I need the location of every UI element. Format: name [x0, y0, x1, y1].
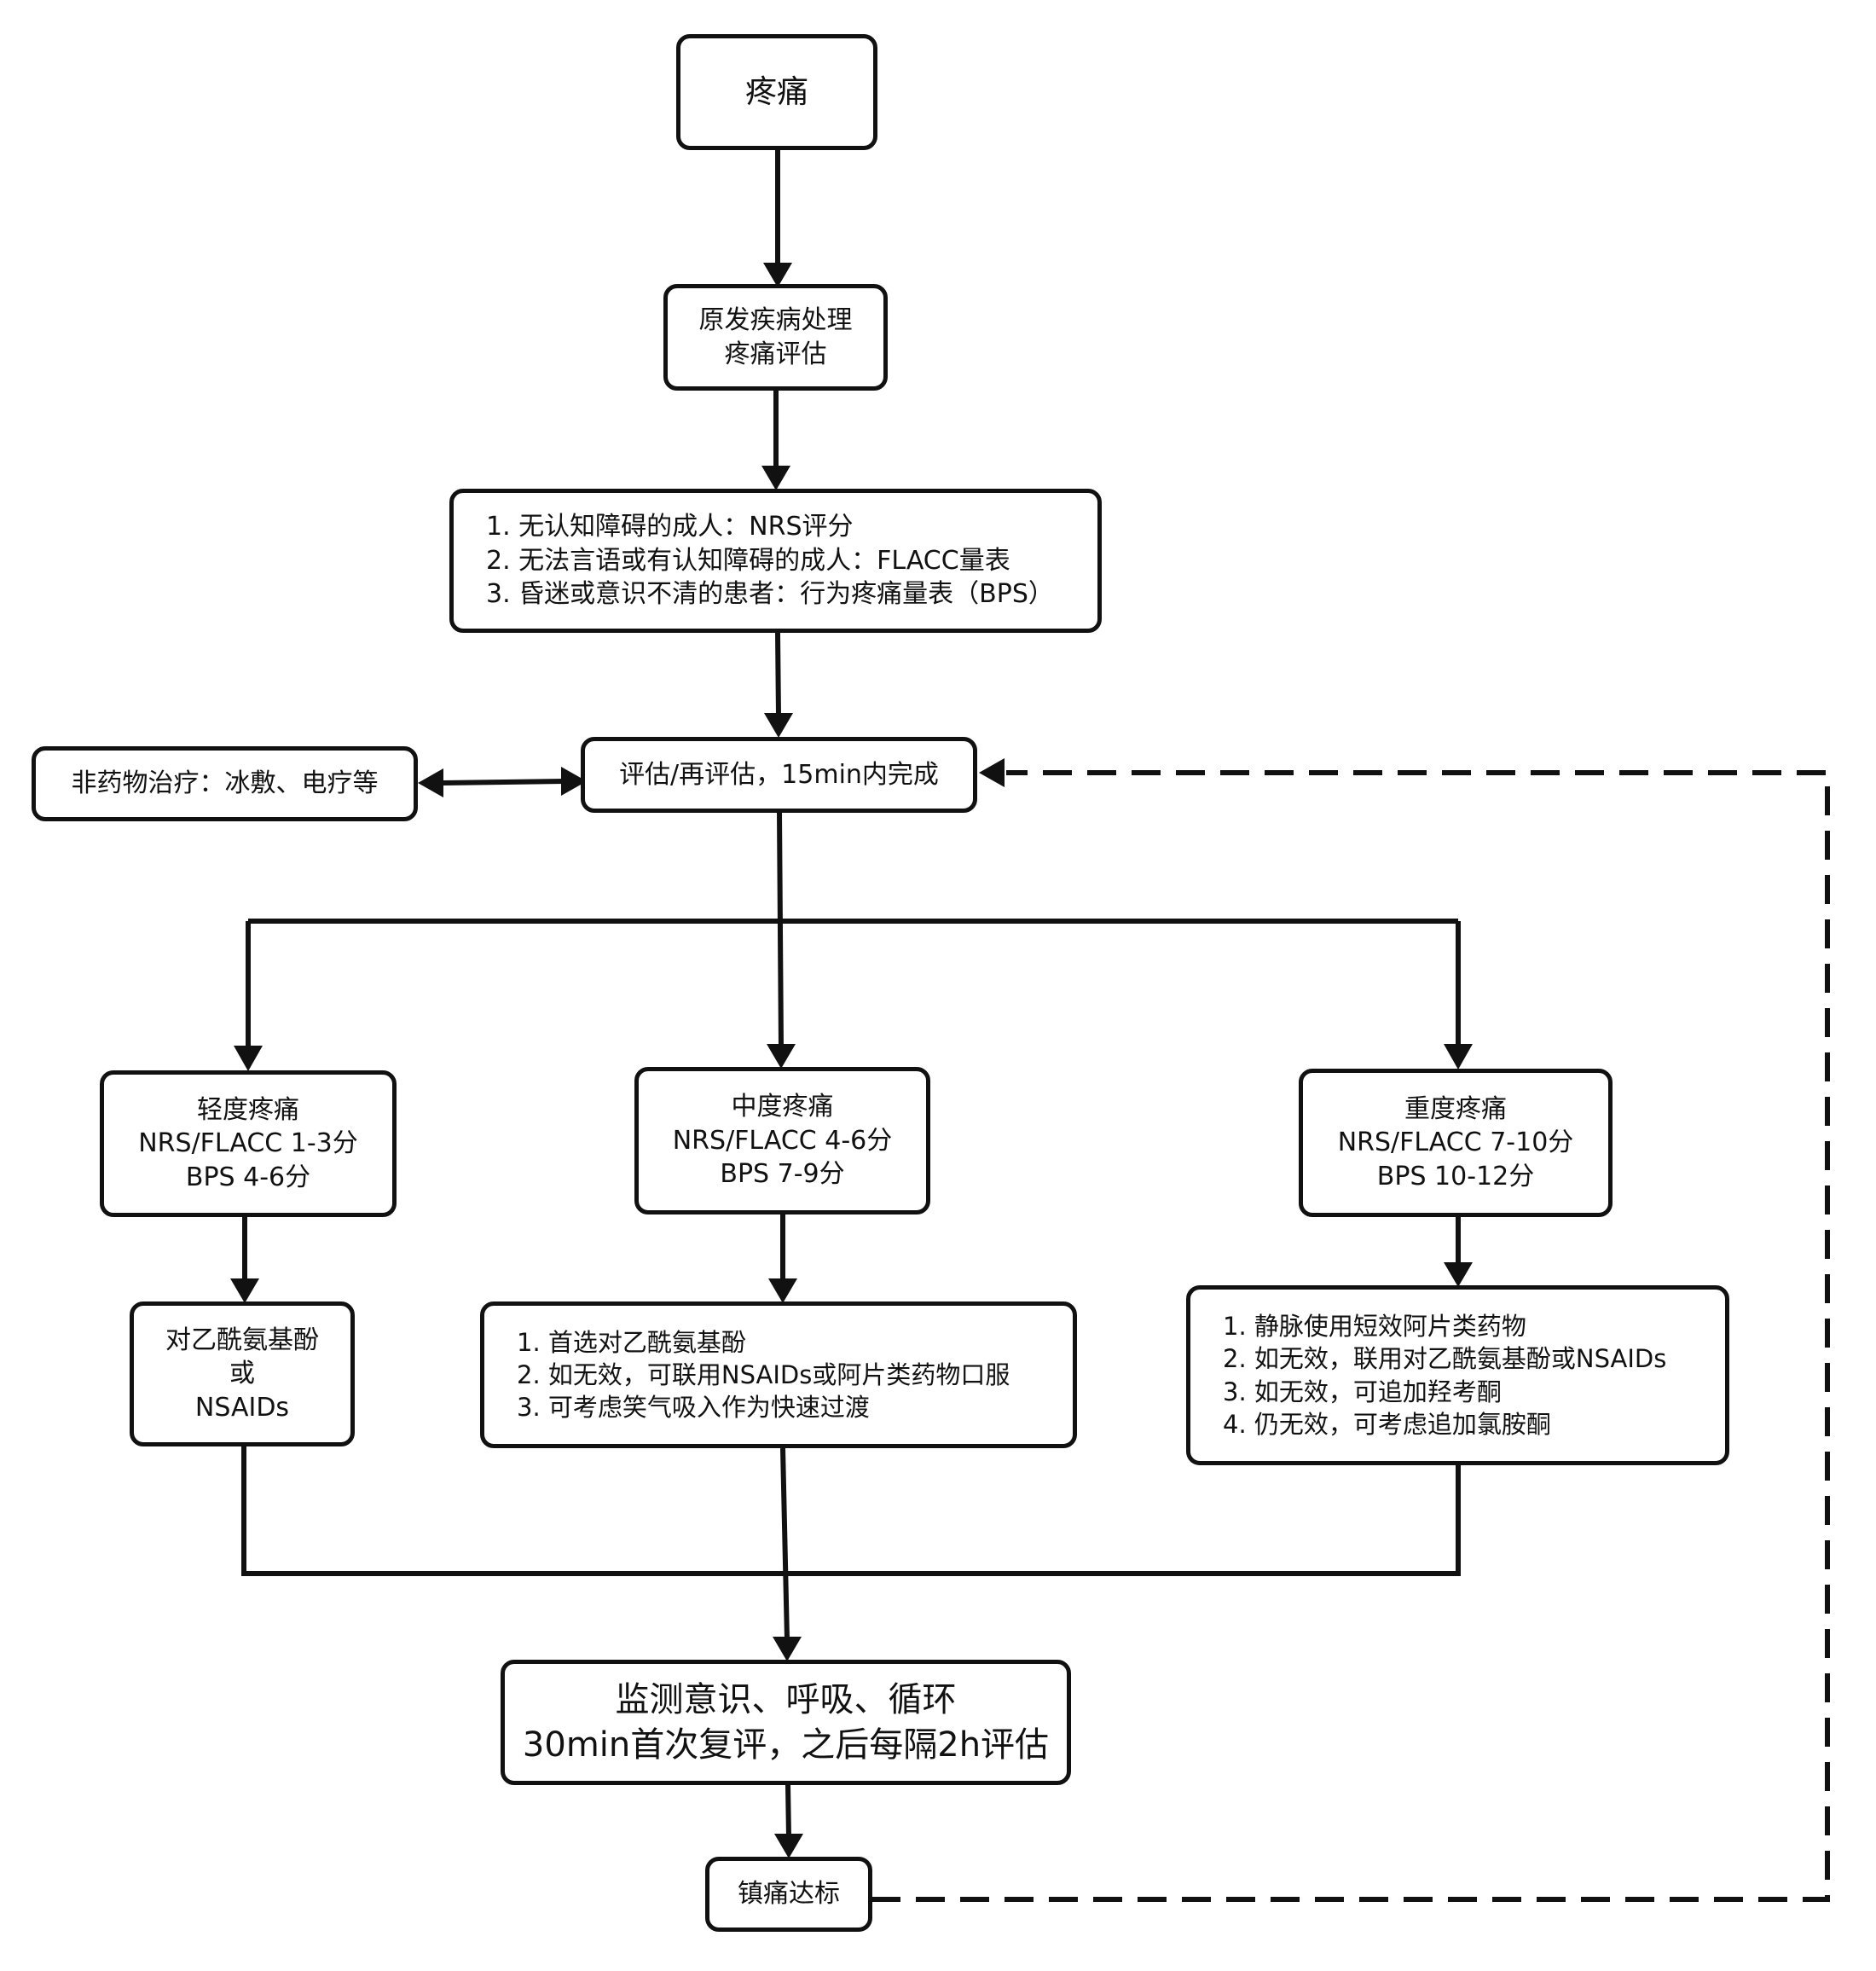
- edge-assess-nondrug-link: [443, 779, 565, 786]
- arrowhead-monitor: [773, 1637, 802, 1661]
- node-mild-pain: 轻度疼痛 NRS/FLACC 1-3分 BPS 4-6分: [100, 1070, 397, 1217]
- node-primary-treatment: 原发疾病处理 疼痛评估: [663, 284, 888, 391]
- arrowhead-severe: [1444, 1044, 1473, 1070]
- node-severe-tx-line-4: 4. 仍无效，可考虑追加氯胺酮: [1223, 1409, 1551, 1439]
- edge-mild-tx-to-merge: [241, 1446, 1461, 1576]
- node-mild-treatment: 对乙酰氨基酚 或 NSAIDs: [130, 1301, 355, 1446]
- node-severe-line-1: 重度疼痛: [1404, 1093, 1507, 1124]
- arrowhead-nondrug: [418, 768, 443, 797]
- node-severe-tx-line-1: 1. 静脉使用短效阿片类药物: [1223, 1311, 1526, 1341]
- node-monitor-line-2: 30min首次复评，之后每隔2h评估: [522, 1725, 1050, 1765]
- node-pain: 疼痛: [676, 34, 877, 150]
- node-mild-line-1: 轻度疼痛: [197, 1094, 299, 1125]
- node-assessment-scales: 1. 无认知障碍的成人：NRS评分 2. 无法言语或有认知障碍的成人：FLACC…: [449, 489, 1102, 633]
- node-goal-line-1: 镇痛达标: [738, 1879, 840, 1910]
- node-mild-line-2: NRS/FLACC 1-3分: [138, 1128, 358, 1159]
- edge-scales-to-assess: [775, 632, 781, 717]
- node-moderate-line-3: BPS 7-9分: [720, 1159, 845, 1190]
- node-mild-line-3: BPS 4-6分: [185, 1162, 311, 1192]
- arrowhead-primary: [763, 263, 792, 287]
- node-scales-line-1: 1. 无认知障碍的成人：NRS评分: [486, 512, 854, 542]
- node-moderate-pain: 中度疼痛 NRS/FLACC 4-6分 BPS 7-9分: [634, 1067, 930, 1214]
- arrowhead-assess: [764, 713, 793, 738]
- node-severe-pain: 重度疼痛 NRS/FLACC 7-10分 BPS 10-12分: [1299, 1069, 1613, 1217]
- arrowhead-scales: [761, 466, 790, 490]
- node-mild-tx-line-1: 对乙酰氨基酚: [165, 1325, 319, 1355]
- node-monitoring: 监测意识、呼吸、循环 30min首次复评，之后每隔2h评估: [501, 1660, 1071, 1785]
- edge-moderate-tx-to-monitor: [780, 1447, 790, 1641]
- node-primary-line-1: 原发疾病处理: [698, 304, 853, 335]
- node-non-drug-therapy: 非药物治疗：冰敷、电疗等: [32, 746, 418, 821]
- node-moderate-tx-line-1: 1. 首选对乙酰氨基酚: [517, 1327, 746, 1357]
- node-primary-line-2: 疼痛评估: [724, 339, 827, 369]
- node-analgesia-goal: 镇痛达标: [705, 1857, 872, 1932]
- node-moderate-line-1: 中度疼痛: [731, 1092, 834, 1122]
- node-monitor-line-1: 监测意识、呼吸、循环: [615, 1679, 957, 1719]
- node-moderate-tx-line-3: 3. 可考虑笑气吸入作为快速过渡: [517, 1393, 870, 1423]
- node-assess-reassess: 评估/再评估，15min内完成: [581, 737, 977, 813]
- node-mild-tx-line-3: NSAIDs: [194, 1392, 290, 1423]
- arrowhead-moderate: [767, 1044, 796, 1069]
- node-severe-tx-line-3: 3. 如无效，可追加羟考酮: [1223, 1377, 1502, 1406]
- node-severe-treatment: 1. 静脉使用短效阿片类药物 2. 如无效，联用对乙酰氨基酚或NSAIDs 3.…: [1186, 1285, 1729, 1465]
- node-moderate-tx-line-2: 2. 如无效，可联用NSAIDs或阿片类药物口服: [517, 1359, 1010, 1389]
- edge-monitor-to-goal: [785, 1784, 791, 1838]
- arrowhead-mild: [234, 1046, 263, 1071]
- node-severe-tx-line-2: 2. 如无效，联用对乙酰氨基酚或NSAIDs: [1223, 1344, 1667, 1374]
- node-severe-line-2: NRS/FLACC 7-10分: [1337, 1128, 1574, 1158]
- edge-goal-feedback-dashed: [871, 770, 1830, 1902]
- arrowhead-mild-tx: [230, 1278, 259, 1303]
- node-pain-line-1: 疼痛: [745, 72, 808, 110]
- node-moderate-line-2: NRS/FLACC 4-6分: [672, 1125, 893, 1156]
- node-scales-line-2: 2. 无法言语或有认知障碍的成人：FLACC量表: [486, 545, 1010, 576]
- arrowhead-feedback: [979, 758, 1005, 787]
- arrowhead-goal: [774, 1834, 803, 1858]
- node-scales-line-3: 3. 昏迷或意识不清的患者：行为疼痛量表（BPS）: [486, 579, 1054, 610]
- edge-assess-branch-trunk: [777, 812, 784, 1048]
- node-mild-tx-line-2: 或: [229, 1359, 255, 1389]
- arrowhead-assess-left: [561, 767, 587, 796]
- arrowhead-moderate-tx: [768, 1278, 797, 1303]
- node-severe-line-3: BPS 10-12分: [1376, 1161, 1535, 1191]
- node-moderate-treatment: 1. 首选对乙酰氨基酚 2. 如无效，可联用NSAIDs或阿片类药物口服 3. …: [480, 1301, 1077, 1448]
- node-assess-line-1: 评估/再评估，15min内完成: [619, 759, 939, 790]
- arrowhead-severe-tx: [1444, 1262, 1473, 1287]
- node-nondrug-line-1: 非药物治疗：冰敷、电疗等: [71, 768, 379, 799]
